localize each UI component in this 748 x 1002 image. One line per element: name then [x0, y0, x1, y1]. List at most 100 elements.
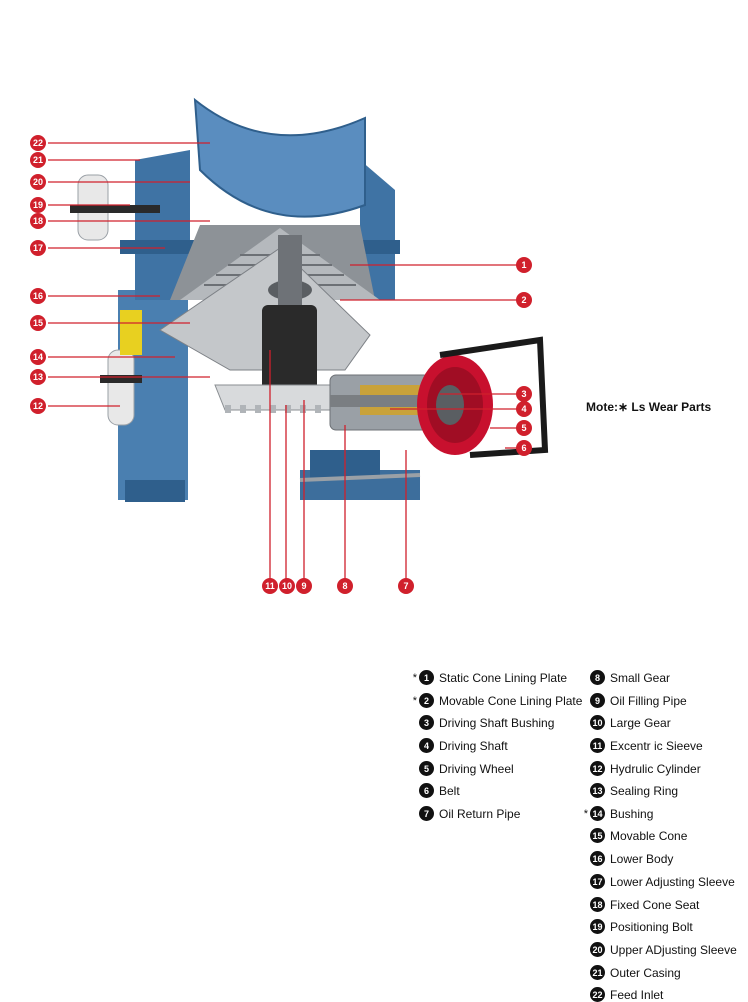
legend-label: Movable Cone Lining Plate: [439, 693, 583, 708]
callout-16: 16: [30, 288, 46, 304]
legend-item-7: 7 Oil Return Pipe: [407, 806, 520, 821]
belt-shape: [439, 336, 549, 458]
legend-label: Large Gear: [610, 715, 671, 730]
legend-label: Oil Return Pipe: [439, 806, 521, 821]
legend-number: 2: [419, 693, 434, 708]
eccentric-sleeve-shape: [262, 305, 317, 410]
crusher-illustration: [70, 97, 549, 502]
callout-1: 1: [516, 257, 532, 273]
legend-number: 22: [590, 987, 605, 1002]
legend-item-15: 15 Movable Cone: [578, 828, 687, 843]
callout-17: 17: [30, 240, 46, 256]
legend-number: 13: [590, 783, 605, 798]
callout-15: 15: [30, 315, 46, 331]
legend-label: Static Cone Lining Plate: [439, 670, 568, 685]
outer-casing-shape: [135, 150, 190, 300]
legend-number: 19: [590, 919, 605, 934]
callout-20: 20: [30, 174, 46, 190]
callout-12: 12: [30, 398, 46, 414]
wear-parts-note: Mote:∗ Ls Wear Parts: [586, 400, 712, 414]
legend-label: Excentr ic Sieeve: [610, 738, 703, 753]
callout-22: 22: [30, 135, 46, 151]
legend-number: 16: [590, 851, 605, 866]
legend-number: 21: [590, 965, 605, 980]
callout-6: 6: [516, 440, 532, 456]
legend-item-5: 5 Driving Wheel: [407, 761, 514, 776]
legend-item-21: 21 Outer Casing: [578, 965, 681, 980]
callout-19: 19: [30, 197, 46, 213]
legend-number: 12: [590, 761, 605, 776]
legend-number: 5: [419, 761, 434, 776]
legend-label: Feed Inlet: [610, 987, 664, 1002]
shaft: [278, 235, 302, 305]
legend-item-6: 6 Belt: [407, 783, 460, 798]
leader-lines: [48, 142, 518, 580]
legend-number: 4: [419, 738, 434, 753]
legend-label: Driving Shaft: [439, 738, 508, 753]
legend-label: Belt: [439, 783, 460, 798]
legend-label: Movable Cone: [610, 828, 688, 843]
legend-number: 1: [419, 670, 434, 685]
callout-10: 10: [279, 578, 295, 594]
wear-marker: *: [583, 807, 588, 820]
callout-13: 13: [30, 369, 46, 385]
callout-3: 3: [516, 386, 532, 402]
legend-label: Oil Filling Pipe: [610, 693, 687, 708]
callout-11: 11: [262, 578, 278, 594]
legend-item-20: 20 Upper ADjusting Sleeve: [578, 942, 737, 957]
legend-number: 14: [590, 806, 605, 821]
hydraulic-clamp: [100, 375, 142, 383]
legend-number: 17: [590, 874, 605, 889]
legend-item-14: * 14 Bushing: [578, 806, 653, 821]
callout-4: 4: [516, 401, 532, 417]
legend-label: Positioning Bolt: [610, 919, 693, 934]
legend-label: Upper ADjusting Sleeve: [610, 942, 737, 957]
legend-item-17: 17 Lower Adjusting Sleeve: [578, 874, 735, 889]
legend-number: 15: [590, 828, 605, 843]
legend-label: Driving Shaft Bushing: [439, 715, 555, 730]
callout-7: 7: [398, 578, 414, 594]
legend-label: Hydrulic Cylinder: [610, 761, 701, 776]
legend-label: Sealing Ring: [610, 783, 679, 798]
callout-18: 18: [30, 213, 46, 229]
legend-number: 9: [590, 693, 605, 708]
legend-item-10: 10 Large Gear: [578, 715, 671, 730]
legend-label: Driving Wheel: [439, 761, 514, 776]
legend-number: 18: [590, 897, 605, 912]
legend-item-19: 19 Positioning Bolt: [578, 919, 693, 934]
callout-14: 14: [30, 349, 46, 365]
foot-left: [125, 480, 185, 502]
legend-label: Outer Casing: [610, 965, 681, 980]
oil-return-pipe-shape: [299, 473, 421, 482]
callout-21: 21: [30, 152, 46, 168]
legend-item-9: 9 Oil Filling Pipe: [578, 693, 687, 708]
positioning-clamp: [70, 205, 160, 213]
legend-label: Bushing: [610, 806, 654, 821]
legend-number: 7: [419, 806, 434, 821]
legend-item-4: 4 Driving Shaft: [407, 738, 508, 753]
legend-item-8: 8 Small Gear: [578, 670, 670, 685]
legend-number: 10: [590, 715, 605, 730]
legend-item-1: * 1 Static Cone Lining Plate: [407, 670, 567, 685]
legend-number: 6: [419, 783, 434, 798]
callout-2: 2: [516, 292, 532, 308]
legend-item-16: 16 Lower Body: [578, 851, 673, 866]
legend-number: 20: [590, 942, 605, 957]
crusher-diagram: 22 21 20 19 18 17 16 15 14 13 12 1 2 3 4…: [30, 97, 737, 1002]
legend-item-13: 13 Sealing Ring: [578, 783, 678, 798]
legend-number: 11: [590, 738, 605, 753]
legend-item-2: * 2 Movable Cone Lining Plate: [407, 693, 582, 708]
legend-number: 8: [590, 670, 605, 685]
driving-wheel-hub: [436, 385, 464, 425]
wear-marker: *: [412, 694, 417, 707]
legend-item-22: 22 Feed Inlet: [578, 987, 663, 1002]
yellow-accent: [120, 310, 142, 355]
legend-item-11: 11 Excentr ic Sieeve: [578, 738, 703, 753]
legend-label: Fixed Cone Seat: [610, 897, 700, 912]
feed-inlet-shape: [193, 97, 366, 218]
callout-9: 9: [296, 578, 312, 594]
legend-item-18: 18 Fixed Cone Seat: [578, 897, 699, 912]
callout-8: 8: [337, 578, 353, 594]
callout-5: 5: [516, 420, 532, 436]
legend-label: Small Gear: [610, 670, 671, 685]
